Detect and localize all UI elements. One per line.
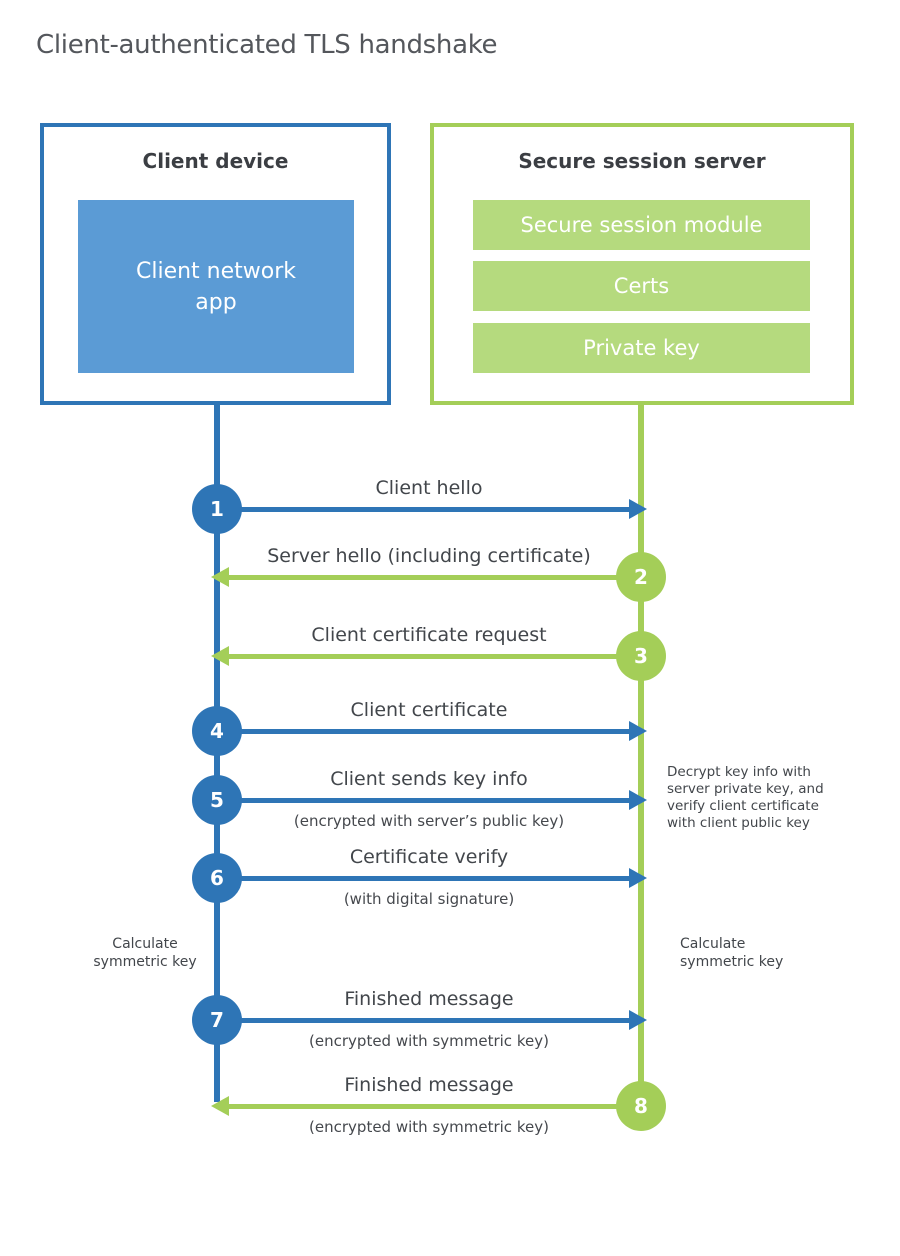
sequence-badge-7: 7	[192, 995, 242, 1045]
diagram-title: Client-authenticated TLS handshake	[36, 30, 498, 60]
message-label-5: Client sends key info	[330, 768, 528, 790]
arrow-left-icon	[211, 1096, 229, 1116]
message-label-4: Client certificate	[350, 699, 508, 721]
arrow-left-icon	[211, 567, 229, 587]
arrow-left-icon	[211, 646, 229, 666]
arrow-right-icon	[629, 868, 647, 888]
message-sublabel-7: (encrypted with symmetric key)	[309, 1032, 549, 1050]
client-calculate-symmetric-key-note: Calculate symmetric key	[93, 936, 197, 970]
message-label-1: Client hello	[375, 477, 483, 499]
sequence-badge-6: 6	[192, 853, 242, 903]
message-arrow-line	[217, 798, 630, 803]
sequence-badge-4: 4	[192, 706, 242, 756]
message-label-3: Client certificate request	[311, 624, 547, 646]
sequence-badge-8: 8	[616, 1081, 666, 1131]
arrow-right-icon	[629, 1010, 647, 1030]
arrow-right-icon	[629, 499, 647, 519]
message-sublabel-8: (encrypted with symmetric key)	[309, 1118, 549, 1136]
arrow-right-icon	[629, 790, 647, 810]
client-network-app-module: Client network app	[78, 200, 354, 373]
sequence-badge-5: 5	[192, 775, 242, 825]
message-arrow-line	[217, 876, 630, 881]
server-lifeline	[638, 405, 644, 1106]
secure-session-server-title: Secure session server	[518, 149, 766, 173]
message-label-2: Server hello (including certificate)	[267, 545, 591, 567]
certs-bar: Certs	[473, 261, 810, 311]
message-arrow-line	[217, 1018, 630, 1023]
sequence-badge-3: 3	[616, 631, 666, 681]
arrow-right-icon	[629, 721, 647, 741]
message-arrow-line	[229, 654, 641, 659]
sequence-badge-1: 1	[192, 484, 242, 534]
message-sublabel-5: (encrypted with server’s public key)	[293, 812, 565, 830]
server-calculate-symmetric-key-note: Calculate symmetric key	[680, 936, 784, 970]
message-arrow-line	[217, 507, 630, 512]
message-arrow-line	[229, 575, 641, 580]
sequence-badge-2: 2	[616, 552, 666, 602]
client-device-title: Client device	[142, 149, 289, 173]
private-key-bar: Private key	[473, 323, 810, 373]
message-label-7: Finished message	[344, 988, 514, 1010]
message-arrow-line	[217, 729, 630, 734]
message-label-8: Finished message	[344, 1074, 514, 1096]
server-decrypt-note: Decrypt key info with server private key…	[667, 764, 824, 831]
message-arrow-line	[229, 1104, 641, 1109]
secure-session-module-bar: Secure session module	[473, 200, 810, 250]
message-sublabel-6: (with digital signature)	[343, 890, 515, 908]
message-label-6: Certificate verify	[349, 846, 509, 868]
